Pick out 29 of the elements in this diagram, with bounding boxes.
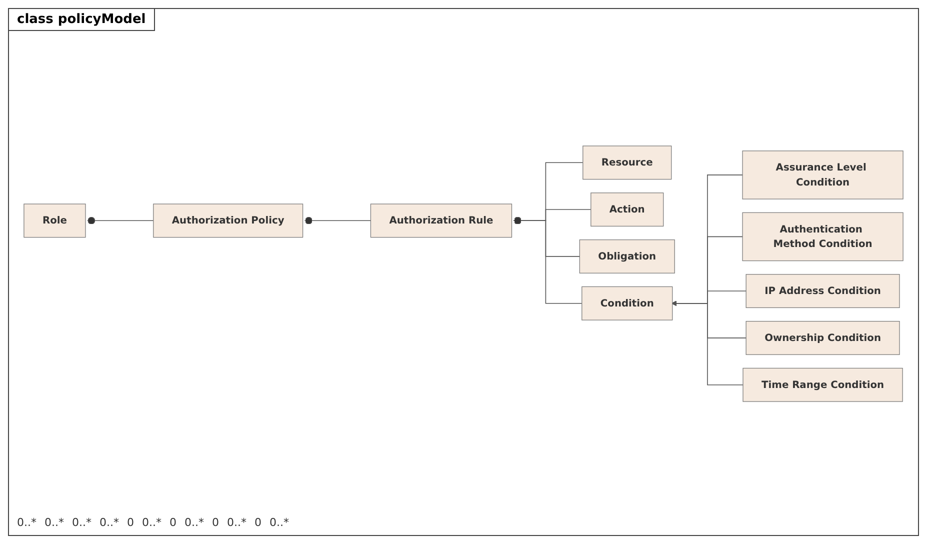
arrow	[672, 300, 744, 386]
multiplicity-label: 0	[127, 516, 134, 529]
connector	[304, 217, 372, 225]
node-box: Role	[24, 204, 86, 238]
connector	[513, 217, 582, 304]
node-box: IP Address Condition	[746, 274, 900, 308]
multiplicity-label: 0..*	[184, 516, 204, 529]
node-box: Authentication Method Condition	[742, 212, 904, 262]
multiplicity-label: 0..*	[44, 516, 64, 529]
multiplicity-label: 0..*	[270, 516, 289, 529]
node-box: Action	[590, 192, 664, 227]
multiplicity-label: 0..*	[72, 516, 92, 529]
node-box: Condition	[582, 286, 673, 321]
node-box: Authorization Policy	[153, 204, 304, 238]
frame-title: class policyModel	[9, 9, 155, 31]
multiplicity-label: 0..*	[100, 516, 119, 529]
node-box: Obligation	[579, 240, 675, 274]
node-box: Assurance Level Condition	[742, 150, 904, 200]
multiplicity-label: 0..*	[17, 516, 36, 529]
multiplicity-label: 0	[212, 516, 219, 529]
node-box: Authorization Rule	[370, 204, 512, 238]
connector	[86, 217, 154, 225]
node-box: Ownership Condition	[746, 321, 900, 356]
node-box: Resource	[582, 146, 672, 180]
node-box: Time Range Condition	[742, 368, 903, 402]
multiplicity-label: 0..*	[227, 516, 246, 529]
multiplicity-label: 0	[254, 516, 262, 529]
multiplicity-label: 0..*	[142, 516, 162, 529]
multiplicity-label: 0	[170, 516, 176, 529]
